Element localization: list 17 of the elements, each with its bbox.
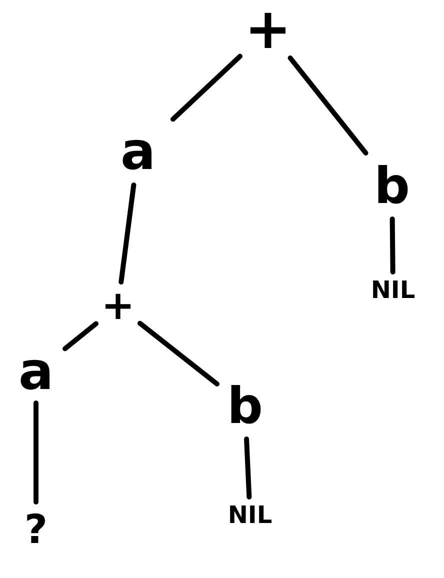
tree-branch-line [62, 321, 98, 352]
tree-branch-line [288, 56, 368, 156]
tree-branch-line [138, 320, 220, 386]
tree-node-label: b [374, 161, 410, 211]
tree-node-label: a [18, 346, 54, 398]
tree-branch-line [34, 400, 38, 504]
tree-branch-line [170, 54, 242, 122]
tree-node-label: ? [24, 510, 48, 550]
tree-node-label: NIL [370, 278, 416, 302]
tree-node-label: + [244, 2, 292, 58]
tree-branch-line [244, 436, 252, 500]
tree-node-label: b [227, 381, 263, 431]
tree-branch-line [118, 182, 136, 284]
tree-node-label: + [101, 286, 135, 326]
tree-node-label: NIL [228, 503, 272, 527]
tree-branch-line [390, 216, 396, 274]
tree-node-label: a [120, 126, 156, 178]
